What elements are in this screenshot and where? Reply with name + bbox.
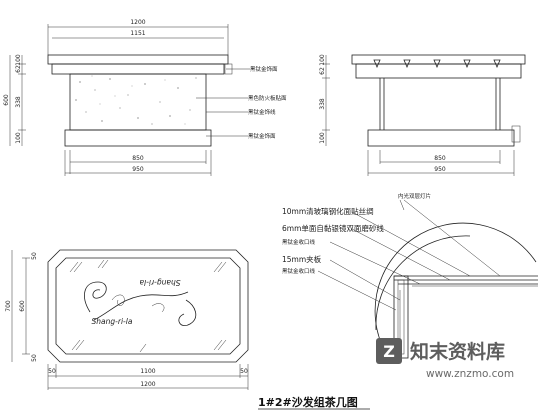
dim-plan-width-50a: 50 bbox=[48, 368, 56, 375]
dim-plan-width-1100: 1100 bbox=[140, 368, 155, 375]
watermark-brand: 知末资料库 bbox=[410, 340, 505, 363]
dim-plan-width-50b: 50 bbox=[240, 368, 248, 375]
label-black-titanium-face-base: 黑钛金饰面 bbox=[248, 132, 276, 140]
dim-side-height-100b: 100 bbox=[319, 132, 326, 144]
watermark: Z 知末资料库 www.znzmo.com bbox=[376, 338, 514, 380]
dim-side-base-950: 950 bbox=[434, 166, 446, 173]
dim-front-width-1151: 1151 bbox=[130, 30, 145, 37]
ornament-text: Shang-ri-la bbox=[92, 317, 133, 326]
dim-side-height-62: 62 bbox=[319, 67, 326, 75]
dim-front-base-850: 850 bbox=[132, 155, 144, 162]
dim-side-height-100: 100 bbox=[319, 54, 326, 66]
dim-front-height-62: 62 bbox=[15, 65, 22, 73]
dim-side-height-338: 338 bbox=[319, 98, 326, 110]
dim-plan-height-50a: 50 bbox=[31, 252, 38, 260]
front-elevation: 1200 1151 600 100 62 bbox=[3, 19, 287, 176]
label-black-titanium-trim: 黑钛金饰线 bbox=[248, 108, 276, 116]
dim-front-base-950: 950 bbox=[132, 166, 144, 173]
dim-plan-height-50b: 50 bbox=[31, 354, 38, 362]
detail-label-mirror: 6mm单面自黏银镜双面磨砂线 bbox=[282, 223, 384, 233]
label-black-fireproof-board: 黑色防火板贴面 bbox=[248, 94, 287, 102]
dim-side-base-850: 850 bbox=[434, 155, 446, 162]
dim-front-width-1200: 1200 bbox=[130, 19, 145, 26]
granite-texture bbox=[75, 75, 197, 125]
detail-label-titanium-trim-a: 黑钛金收口线 bbox=[282, 238, 316, 246]
detail-label-plywood: 15mm夹板 bbox=[282, 254, 322, 264]
detail-label-titanium-trim-b: 黑钛金收口线 bbox=[282, 267, 316, 275]
glass-reflection-lines bbox=[69, 259, 227, 353]
watermark-logo-icon bbox=[376, 338, 402, 364]
ornament-logo: Shang-ri-la Shang-ri-la bbox=[84, 278, 197, 326]
plan-view: Shang-ri-la Shang-ri-la 700 600 50 50 50… bbox=[5, 249, 249, 390]
label-black-titanium-face: 黑钛金饰面 bbox=[250, 65, 278, 73]
dim-plan-height-600: 600 bbox=[19, 300, 26, 312]
dim-front-height-100: 100 bbox=[15, 54, 22, 66]
dim-front-height-600: 600 bbox=[3, 94, 10, 106]
side-elevation: 100 62 338 100 850 950 bbox=[319, 54, 526, 176]
detail-label-tempered-glass: 10mm清玻璃钢化面贴丝绸 bbox=[282, 206, 374, 216]
dim-front-height-338: 338 bbox=[15, 96, 22, 108]
dim-plan-height-700: 700 bbox=[5, 300, 12, 312]
detail-label-inner-light: 内光双层灯片 bbox=[398, 192, 431, 200]
dim-front-height-100b: 100 bbox=[15, 132, 22, 144]
svg-text:Z: Z bbox=[383, 342, 395, 361]
edge-detail: 内光双层灯片 10mm清玻璃钢化面贴丝绸 6mm单面自黏银镜双面磨砂线 黑钛金收… bbox=[282, 192, 538, 361]
drawing-title: 1#2#沙发组茶几图 bbox=[258, 395, 358, 409]
watermark-url: www.znzmo.com bbox=[426, 368, 514, 380]
ornament-text-inverted: Shang-ri-la bbox=[139, 278, 180, 287]
dim-plan-width-1200: 1200 bbox=[140, 381, 155, 388]
decor-pins bbox=[373, 59, 501, 69]
